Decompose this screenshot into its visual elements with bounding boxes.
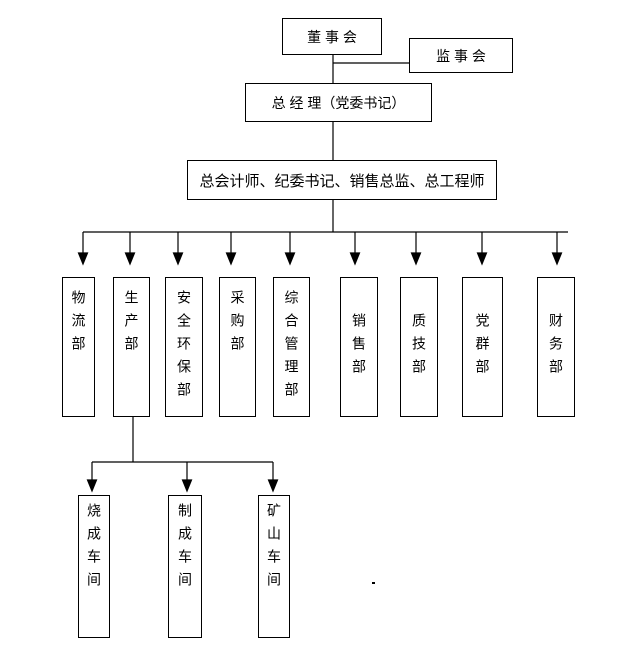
node-supervisory-board: 监 事 会 — [409, 38, 513, 73]
dept-box-sales: 销售部 — [340, 277, 378, 417]
workshop-label-finishing: 制成车间 — [177, 503, 193, 595]
dept-box-quality-technology: 质技部 — [400, 277, 438, 417]
general-manager-label: 总 经 理（党委书记） — [271, 94, 406, 111]
workshop-box-mining: 矿山车间 — [258, 495, 290, 638]
node-senior-staff: 总会计师、纪委书记、销售总监、总工程师 — [187, 160, 497, 200]
workshop-box-finishing: 制成车间 — [168, 495, 202, 638]
node-board-of-directors: 董 事 会 — [282, 18, 382, 55]
dept-box-procurement: 采购部 — [219, 277, 256, 417]
dept-label-procurement: 采购部 — [229, 290, 246, 359]
dept-label-quality-technology: 质技部 — [411, 312, 427, 382]
senior-staff-label: 总会计师、纪委书记、销售总监、总工程师 — [199, 172, 485, 190]
dept-label-safety-environment: 安全环保部 — [176, 289, 192, 405]
spine-connectors — [83, 55, 568, 463]
dept-label-production: 生产部 — [123, 290, 140, 359]
dept-box-finance: 财务部 — [537, 277, 575, 417]
dept-box-safety-environment: 安全环保部 — [165, 277, 203, 417]
department-arrows — [77, 232, 563, 266]
workshop-box-sintering: 烧成车间 — [78, 495, 110, 638]
dept-box-production: 生产部 — [113, 277, 150, 417]
dept-label-sales: 销售部 — [351, 312, 367, 382]
workshop-arrows — [86, 462, 279, 493]
dept-label-party-masses: 党群部 — [474, 312, 491, 382]
node-general-manager: 总 经 理（党委书记） — [245, 83, 432, 122]
stray-dot — [372, 582, 375, 584]
supervisory-label: 监 事 会 — [436, 47, 486, 64]
dept-box-logistics: 物流部 — [62, 277, 95, 417]
dept-label-logistics: 物流部 — [70, 290, 87, 359]
dept-box-party-masses: 党群部 — [462, 277, 503, 417]
dept-box-general-management: 综合管理部 — [273, 277, 310, 417]
dept-label-general-management: 综合管理部 — [283, 289, 300, 405]
workshop-label-sintering: 烧成车间 — [86, 503, 102, 595]
dept-label-finance: 财务部 — [548, 312, 564, 382]
board-label: 董 事 会 — [307, 28, 357, 45]
workshop-label-mining: 矿山车间 — [266, 503, 282, 595]
